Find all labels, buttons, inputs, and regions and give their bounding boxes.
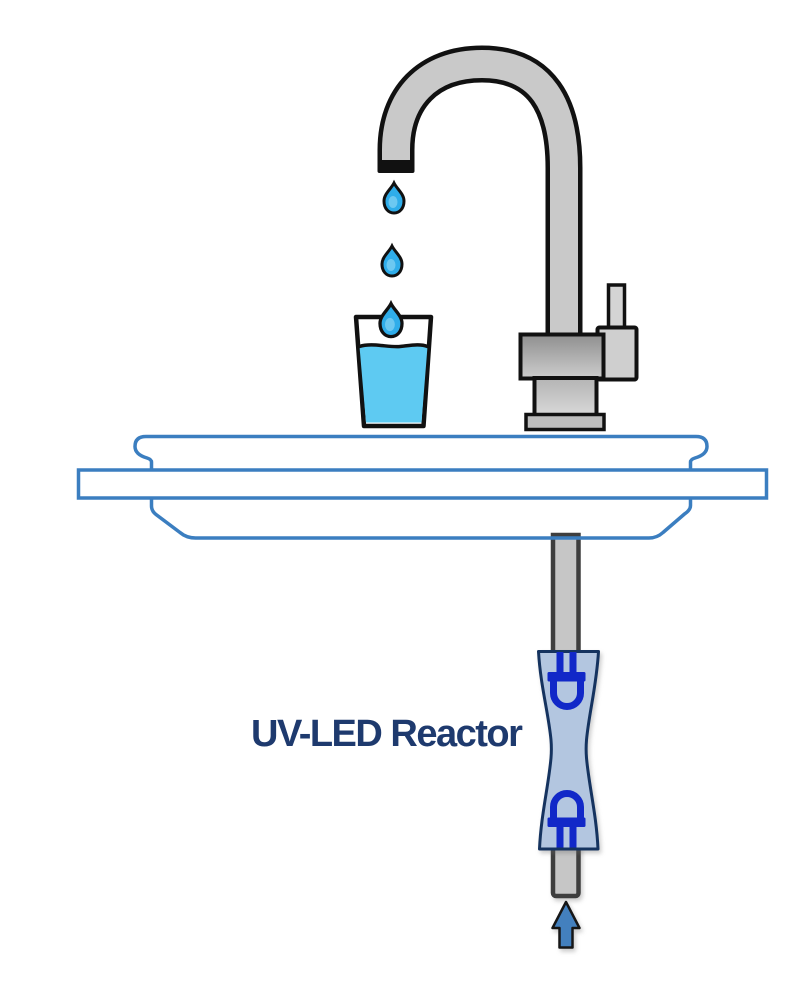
sink-basin	[149, 498, 693, 540]
faucet-base	[518, 332, 606, 432]
water-drop-icon	[382, 179, 406, 215]
faucet-handle	[595, 283, 639, 382]
faucet-spout	[377, 45, 583, 345]
countertop	[76, 468, 769, 500]
led-symbol-icon-bottom	[547, 790, 586, 848]
sink-rim	[133, 434, 709, 470]
water-glass-icon	[353, 314, 434, 429]
spout-opening	[377, 160, 415, 173]
faucet-icon	[377, 45, 639, 432]
water-drop-icon	[378, 299, 404, 339]
reactor-label: UV-LED Reactor	[251, 713, 523, 755]
water-drops	[378, 179, 406, 339]
supply-pipe-upper	[550, 532, 581, 657]
sink-cross-section-icon	[76, 434, 769, 540]
water-drop-icon	[380, 242, 404, 278]
up-arrow-icon	[551, 900, 581, 949]
led-symbol-icon-top	[547, 652, 586, 710]
supply-pipe-lower	[550, 843, 581, 899]
uv-led-reactor-icon	[537, 650, 600, 851]
